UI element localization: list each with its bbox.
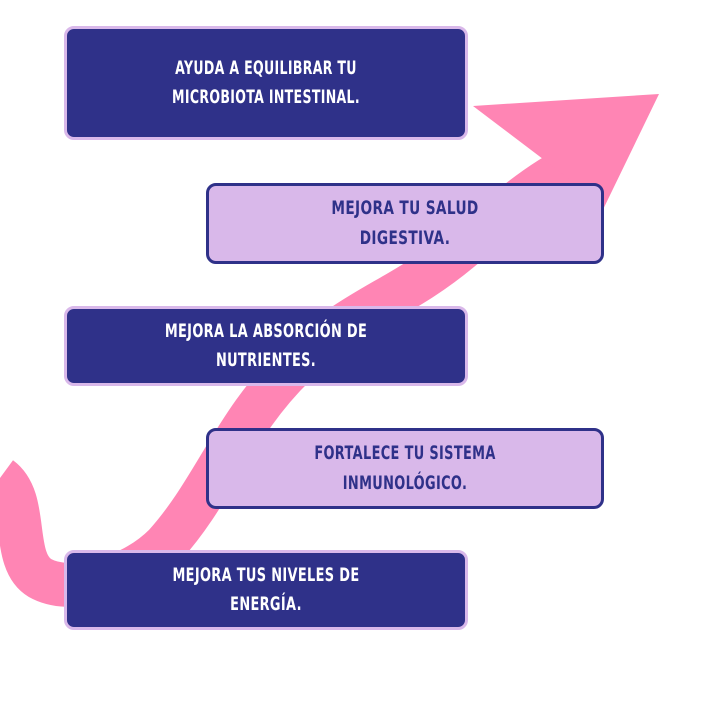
benefit-card-energy: MEJORA TUS NIVELES DE ENERGÍA. xyxy=(64,550,468,630)
benefit-card-absorption: MEJORA LA ABSORCIÓN DE NUTRIENTES. xyxy=(64,306,468,386)
benefit-text: FORTALECE TU SISTEMA INMUNOLÓGICO. xyxy=(314,442,496,494)
benefit-text: AYUDA A EQUILIBRAR TU MICROBIOTA INTESTI… xyxy=(172,56,360,108)
benefit-text: MEJORA TUS NIVELES DE ENERGÍA. xyxy=(172,563,360,615)
benefit-card-digestive: MEJORA TU SALUD DIGESTIVA. xyxy=(206,183,604,264)
benefit-card-immune: FORTALECE TU SISTEMA INMUNOLÓGICO. xyxy=(206,428,604,509)
benefit-text: MEJORA TU SALUD DIGESTIVA. xyxy=(331,197,479,249)
arrow-head xyxy=(473,94,659,224)
benefit-text: MEJORA LA ABSORCIÓN DE NUTRIENTES. xyxy=(164,319,368,371)
benefit-card-microbiota: AYUDA A EQUILIBRAR TU MICROBIOTA INTESTI… xyxy=(64,26,468,140)
